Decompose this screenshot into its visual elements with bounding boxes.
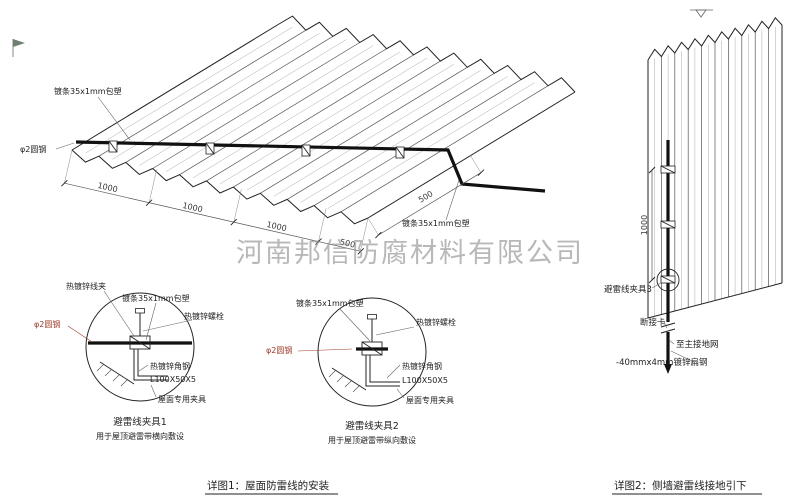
wall-outline (647, 25, 783, 319)
roof-back-edge-profile (278, 15, 576, 93)
label-disconnect-card: 断接卡 (640, 317, 666, 328)
roof-wire-clamps (108, 140, 405, 159)
wall-corrugation-lines (661, 28, 769, 315)
detail2-leader-lines (297, 308, 415, 399)
detail2-clamp-hatch (361, 341, 383, 356)
detail2-strip-label: 镀条35x1mm包塑 (296, 298, 364, 308)
clamp3-detail-ring (656, 268, 680, 292)
detail2-angle-label: 热镀锌角钢 (402, 361, 442, 371)
detail1-circle-outline (85, 292, 195, 402)
lightning-wire (75, 140, 546, 193)
roof-side-edges (71, 23, 576, 219)
figure1-caption: 详图1：屋面防雷线的安装 (207, 479, 330, 492)
flag-mark (12, 39, 25, 57)
roof-isometric-drawing: 镀条35x1mm包塑 φ2圆钢 镀条35x1mm包塑 1000 1000 100… (20, 15, 576, 255)
dim-500-bottom: 500 (339, 237, 356, 249)
dim-1000-a: 1000 (97, 181, 119, 194)
roof-corrugation-lines (98, 29, 549, 213)
roof-strip-label-left: 镀条35x1mm包塑 (54, 86, 122, 96)
label-flat-steel: -40mmx4mm镀锌扁钢 (616, 357, 707, 368)
disconnect-card-symbol (660, 322, 676, 334)
detail2-angle-steel (365, 355, 400, 387)
detail-circle-2: 镀条35x1mm包塑 热镀锌螺栓 φ2圆钢 热镀锌角钢 L100X50X5 屋面… (266, 297, 456, 445)
label-clamp3: 避雷线夹具3 (604, 284, 652, 295)
wall-height-dimension: 1000 (640, 166, 656, 284)
detail2-subtitle: 用于屋顶避雷带纵向敷设 (328, 435, 416, 445)
detail1-fixture-label: 屋面专用夹具 (158, 394, 206, 404)
roof-strip-label-right: 镀条35x1mm包塑 (402, 218, 470, 228)
detail1-angle-steel (133, 349, 168, 381)
detail2-title: 避雷线夹具2 (345, 420, 399, 432)
detail1-nut (135, 308, 145, 314)
roof-round-steel-label: φ2圆钢 (20, 144, 46, 154)
detail1-surface-hatch (96, 361, 135, 387)
elevation-marker (690, 9, 713, 18)
detail2-nut (367, 314, 377, 320)
roof-corrugation-minor-lines (85, 26, 535, 209)
detail1-wire-clip-label: 热镀锌线夹 (66, 281, 106, 291)
roof-bottom-dimension: 1000 1000 1000 500 (61, 149, 369, 255)
detail1-bolt-label: 热镀锌螺栓 (184, 311, 224, 321)
dim-1000-wall: 1000 (640, 215, 649, 235)
detail2-bolt-label: 热镀锌螺栓 (416, 317, 456, 327)
detail-circle-1: 热镀锌线夹 镀条35x1mm包塑 热镀锌螺栓 φ2圆钢 热镀锌角钢 L100X5… (34, 281, 224, 441)
figure2-caption: 详图2：侧墙避雷线接地引下 (614, 479, 747, 492)
detail1-strip-label: 镀条35x1mm包塑 (122, 293, 190, 303)
wall-top-edge-profile (647, 16, 783, 61)
detail1-angle-label: 热镀锌角钢 (150, 361, 190, 371)
ground-arrow (664, 364, 672, 374)
dim-1000-b: 1000 (182, 201, 204, 214)
roof-front-edge-profile (71, 149, 369, 225)
detail2-circle-outline (317, 297, 427, 407)
detail1-clamp-hatch (129, 335, 151, 350)
detail2-round-steel-label: φ2圆钢 (266, 345, 292, 355)
detail1-title: 避雷线夹具1 (113, 416, 167, 428)
detail2-angle-size-label: L100X50X5 (402, 376, 448, 385)
detail2-surface-hatch (328, 367, 367, 393)
detail1-leader-lines (67, 290, 193, 398)
detail2-fixture-label: 屋面专用夹具 (406, 395, 454, 405)
detail1-subtitle: 用于屋顶避雷带横向敷设 (96, 431, 184, 441)
wall-leader-lines (651, 282, 695, 363)
detail1-angle-size-label: L100X50X5 (150, 375, 196, 384)
label-to-main-ground: 至主接地网 (676, 339, 719, 350)
detail1-round-steel-label: φ2圆钢 (34, 319, 60, 329)
dim-1000-c: 1000 (266, 220, 288, 233)
wall-wire-clamps (660, 165, 676, 284)
roof-leader-lines (55, 96, 460, 221)
wall-elevation-drawing: 1000 避雷线夹具3 断接卡 至主接地网 -40mmx4mm镀锌扁钢 (604, 16, 783, 374)
